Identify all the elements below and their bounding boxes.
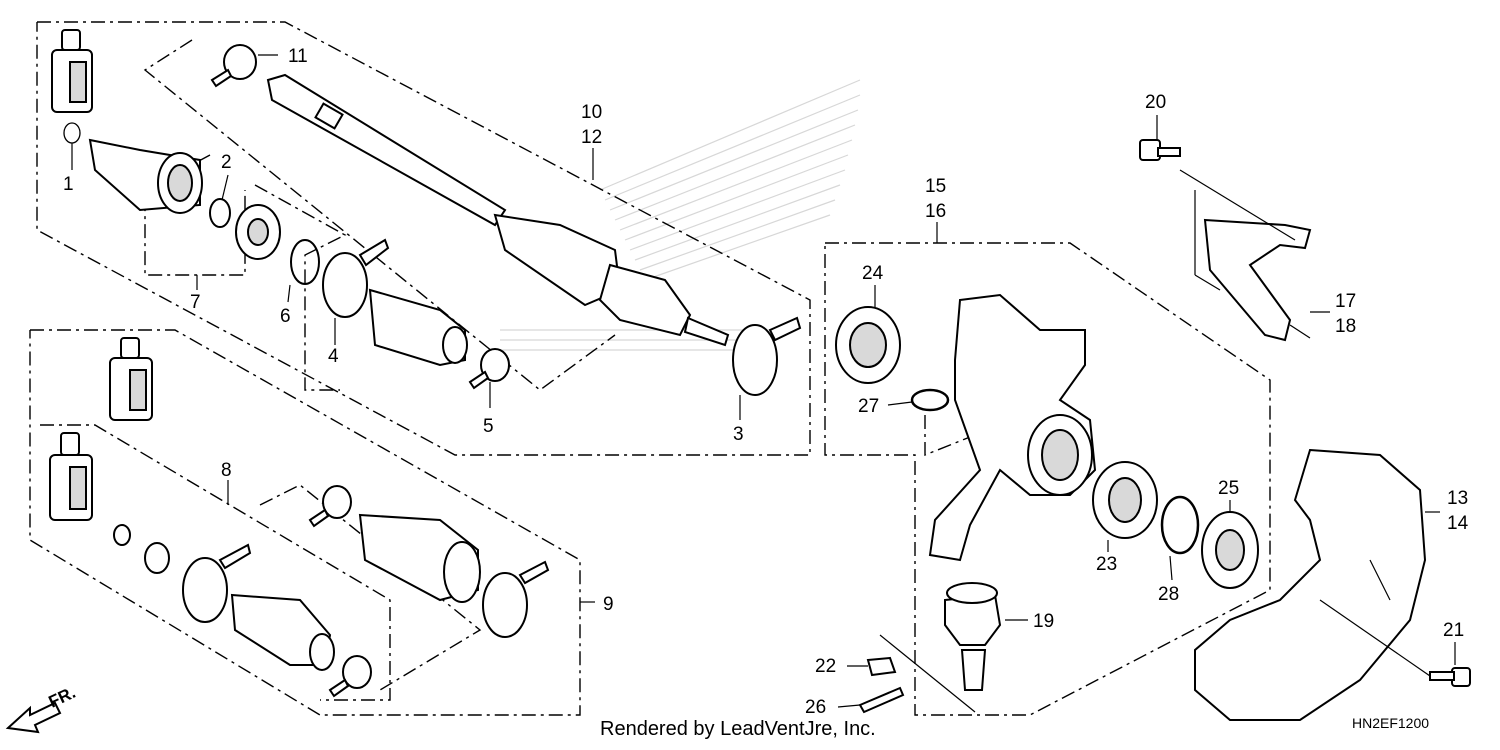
callout-1: 1 bbox=[63, 174, 74, 195]
group-outline-kit-8 bbox=[40, 424, 391, 701]
grease-bottle-top bbox=[51, 29, 93, 113]
bearing-24 bbox=[835, 306, 901, 384]
circlip-28 bbox=[1160, 495, 1200, 555]
seal-25 bbox=[1201, 511, 1259, 589]
knuckle-guard-17 bbox=[1203, 218, 1312, 342]
boot-band-kit-small bbox=[328, 655, 372, 698]
diagram-code: HN2EF1200 bbox=[1352, 715, 1429, 731]
cotter-pin-26 bbox=[858, 686, 905, 714]
group-outline-joint-4 bbox=[254, 184, 347, 391]
callout-10: 10 bbox=[581, 102, 602, 123]
ball-joint-19 bbox=[944, 582, 1002, 691]
callout-21: 21 bbox=[1443, 620, 1464, 641]
footer-credit: Rendered by LeadVentJre, Inc. bbox=[600, 718, 876, 740]
boot-band-kit-right bbox=[482, 560, 550, 638]
callout-22: 22 bbox=[815, 656, 836, 677]
callout-12: 12 bbox=[581, 127, 602, 148]
circlip-27 bbox=[910, 388, 950, 412]
group-outline-knuckle bbox=[824, 242, 1271, 716]
castle-nut-22 bbox=[866, 656, 897, 677]
background-watermark bbox=[500, 79, 861, 351]
bolt-21 bbox=[1429, 667, 1471, 687]
boot-band-4 bbox=[322, 238, 390, 318]
callout-28: 28 bbox=[1158, 584, 1179, 605]
callout-5: 5 bbox=[483, 416, 494, 437]
callout-14: 14 bbox=[1447, 513, 1469, 534]
callout-17: 17 bbox=[1335, 291, 1356, 312]
callout-3: 3 bbox=[733, 424, 744, 445]
inner-cv-joint bbox=[88, 138, 203, 214]
outer-boot-kit bbox=[358, 513, 481, 603]
callout-24: 24 bbox=[862, 263, 884, 284]
boot-band-5 bbox=[468, 348, 510, 390]
inner-boot-kit bbox=[230, 593, 335, 671]
boot-band-3 bbox=[732, 316, 802, 396]
callout-4: 4 bbox=[328, 346, 339, 367]
group-outline-left-top bbox=[36, 21, 811, 456]
callout-27: 27 bbox=[858, 396, 879, 417]
boot-band-11 bbox=[210, 44, 257, 88]
boot-band-kit-top bbox=[308, 485, 352, 528]
callout-2: 2 bbox=[221, 152, 232, 173]
circlip-2 bbox=[209, 198, 231, 228]
inner-boot bbox=[368, 288, 468, 367]
ring-kit bbox=[144, 542, 170, 574]
callout-11: 11 bbox=[288, 46, 308, 67]
boot-band-kit-left bbox=[182, 543, 252, 623]
group-outline-clip-27 bbox=[924, 415, 976, 457]
callout-9: 9 bbox=[603, 594, 614, 615]
callout-19: 19 bbox=[1033, 611, 1054, 632]
set-ring-6 bbox=[290, 239, 320, 285]
brake-disc-cover bbox=[1194, 448, 1427, 721]
callout-25: 25 bbox=[1218, 478, 1239, 499]
callout-8: 8 bbox=[221, 460, 232, 481]
steering-knuckle bbox=[928, 293, 1097, 562]
callout-23: 23 bbox=[1096, 554, 1117, 575]
group-outline-kit-inner bbox=[259, 484, 482, 691]
front-direction-arrow-icon bbox=[5, 701, 62, 734]
group-outline-kit-9 bbox=[29, 329, 581, 716]
o-ring bbox=[63, 122, 81, 144]
callout-13: 13 bbox=[1447, 488, 1468, 509]
bearing-cage bbox=[235, 204, 281, 260]
bearing-23 bbox=[1092, 461, 1158, 539]
callout-7: 7 bbox=[190, 292, 201, 313]
callout-20: 20 bbox=[1145, 92, 1166, 113]
group-outline-axle bbox=[143, 39, 616, 391]
drive-shaft bbox=[266, 73, 507, 227]
circlip-kit bbox=[113, 524, 131, 546]
callout-16: 16 bbox=[925, 201, 946, 222]
callout-15: 15 bbox=[925, 176, 946, 197]
grease-bottle-bottom bbox=[49, 432, 93, 521]
leader-lines bbox=[71, 54, 1456, 713]
grease-bottle-mid bbox=[109, 337, 153, 421]
callout-26: 26 bbox=[805, 697, 826, 718]
bolt-20 bbox=[1139, 139, 1181, 161]
callout-6: 6 bbox=[280, 306, 291, 327]
callout-18: 18 bbox=[1335, 316, 1356, 337]
outer-cv-boot bbox=[493, 213, 730, 347]
